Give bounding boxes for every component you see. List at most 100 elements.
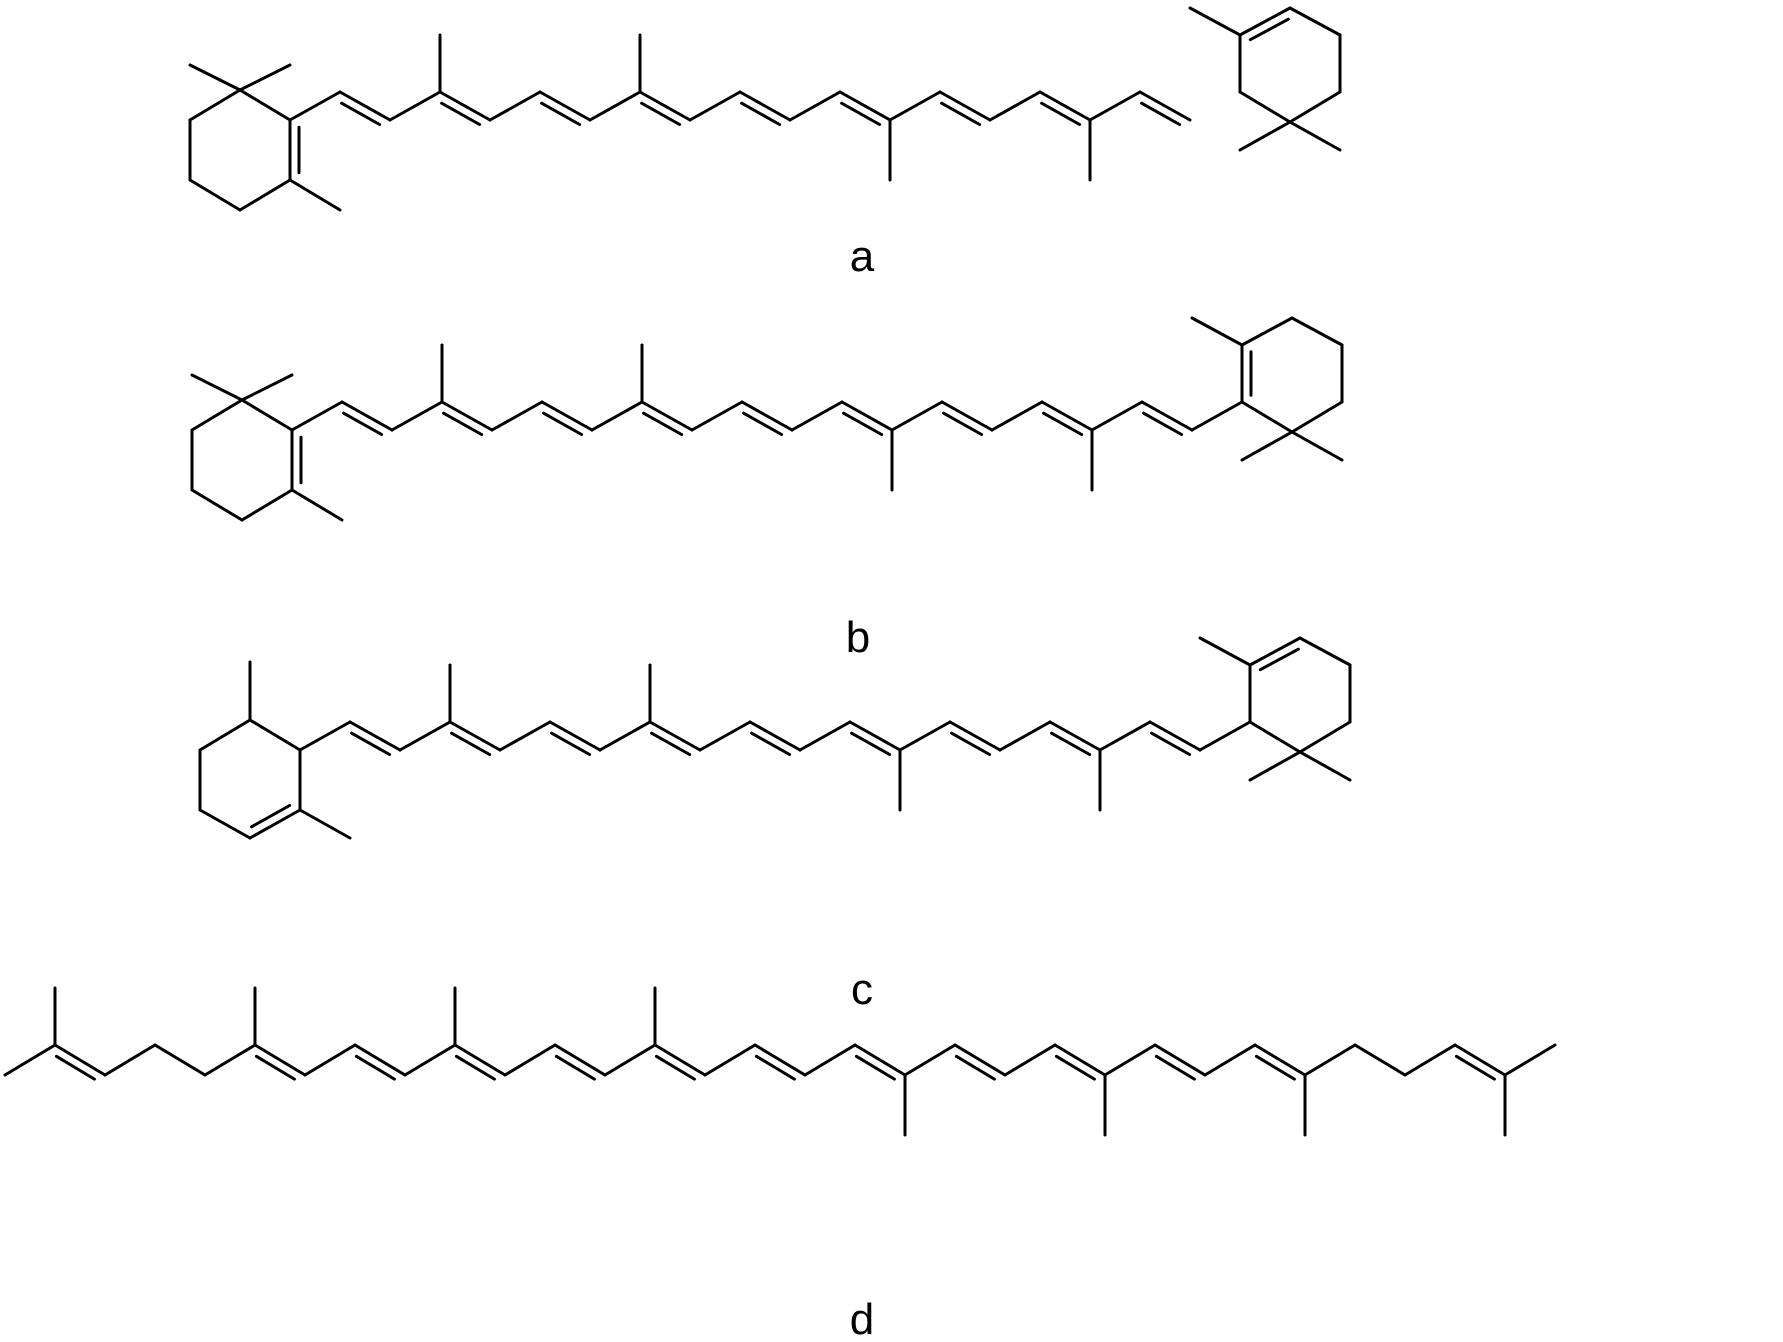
bond-line: [1040, 400, 1094, 432]
methyl: [240, 373, 294, 402]
bond-line: [403, 1043, 457, 1077]
bond-line: [248, 808, 302, 840]
methyl: [1190, 316, 1244, 347]
bond-line: [238, 88, 292, 122]
bond-line: [953, 1043, 1007, 1077]
bond-line: [1048, 720, 1102, 752]
bond-line: [1403, 1043, 1457, 1077]
double-bond-line: [1254, 1054, 1296, 1081]
double-bond-line: [54, 1054, 96, 1081]
bond-line: [198, 718, 252, 752]
bond-line: [153, 1043, 207, 1077]
bond-line: [1453, 1043, 1507, 1077]
double-bond-line: [342, 411, 384, 436]
bond-line: [538, 90, 592, 122]
bond-line: [1253, 1043, 1307, 1077]
methyl: [1188, 6, 1242, 37]
double-bond-line: [954, 1054, 996, 1081]
bond-line: [690, 400, 744, 432]
bond-line: [1238, 90, 1292, 124]
structure-a: [188, 6, 1342, 212]
bond-line: [1153, 1043, 1207, 1077]
bond-line: [1248, 636, 1302, 667]
bond-line: [788, 90, 842, 122]
bond-line: [648, 720, 702, 752]
bond-line: [1148, 720, 1202, 752]
bond-line: [698, 720, 752, 752]
bond-line: [53, 1043, 107, 1077]
methyl: [188, 63, 242, 92]
bond-line: [238, 178, 292, 212]
bond-line: [1290, 316, 1344, 347]
bond-line: [1503, 1043, 1557, 1077]
bond-line: [188, 88, 242, 122]
bond-line: [1038, 90, 1092, 122]
methyl: [238, 63, 292, 92]
double-bond-line: [340, 101, 382, 126]
bond-line: [498, 720, 552, 752]
double-bond-line: [1154, 1054, 1196, 1081]
bond-line: [1238, 6, 1292, 37]
bond-line: [3, 1043, 57, 1077]
bond-line: [490, 400, 544, 432]
double-bond-line: [640, 101, 682, 126]
bond-line: [1240, 316, 1294, 347]
double-bond-line: [750, 731, 792, 756]
double-bond-line: [440, 101, 482, 126]
bond-line: [848, 720, 902, 752]
double-bond-line: [1150, 731, 1192, 756]
bond-line: [290, 400, 344, 432]
bond-line: [938, 90, 992, 122]
bond-line: [703, 1043, 757, 1077]
double-bond-line: [1040, 101, 1082, 126]
bond-line: [188, 178, 242, 212]
bond-line: [588, 90, 642, 122]
bond-line: [803, 1043, 857, 1077]
bond-line: [1053, 1043, 1107, 1077]
double-bond-line: [754, 1054, 796, 1081]
bond-line: [598, 720, 652, 752]
bond-line: [190, 398, 244, 432]
bond-line: [1288, 6, 1342, 37]
double-bond-line: [854, 1054, 896, 1081]
bond-line: [353, 1043, 407, 1077]
double-bond-line: [254, 1054, 296, 1081]
bond-line: [940, 400, 994, 432]
bond-line: [988, 90, 1042, 122]
bond-line: [540, 400, 594, 432]
bond-line: [1088, 90, 1142, 122]
bond-line: [753, 1043, 807, 1077]
double-bond-line: [1042, 411, 1084, 436]
structure-d: [3, 986, 1557, 1137]
double-bond-line: [940, 101, 982, 126]
bond-line: [453, 1043, 507, 1077]
bond-line: [998, 720, 1052, 752]
bond-line: [1190, 400, 1244, 432]
methyl: [1238, 120, 1292, 152]
bond-line: [388, 90, 442, 122]
bond-line: [990, 400, 1044, 432]
methyl: [298, 808, 352, 840]
bond-line: [1240, 400, 1294, 434]
bond-line: [1303, 1043, 1357, 1077]
bond-line: [348, 720, 402, 752]
double-bond-line: [354, 1054, 396, 1081]
methyl: [190, 373, 244, 402]
double-bond-line: [450, 731, 492, 756]
double-bond-line: [1248, 17, 1290, 42]
bond-line: [253, 1043, 307, 1077]
double-bond-line: [442, 411, 484, 436]
double-bond-line: [842, 411, 884, 436]
bond-line: [340, 400, 394, 432]
double-bond-line: [850, 731, 892, 756]
double-bond-line: [250, 804, 292, 829]
double-bond-line: [740, 101, 782, 126]
bond-line: [888, 90, 942, 122]
bond-line: [903, 1043, 957, 1077]
bond-line: [1140, 400, 1194, 432]
bond-line: [948, 720, 1002, 752]
bond-line: [1090, 400, 1144, 432]
bond-line: [240, 488, 294, 522]
bond-line: [190, 488, 244, 522]
